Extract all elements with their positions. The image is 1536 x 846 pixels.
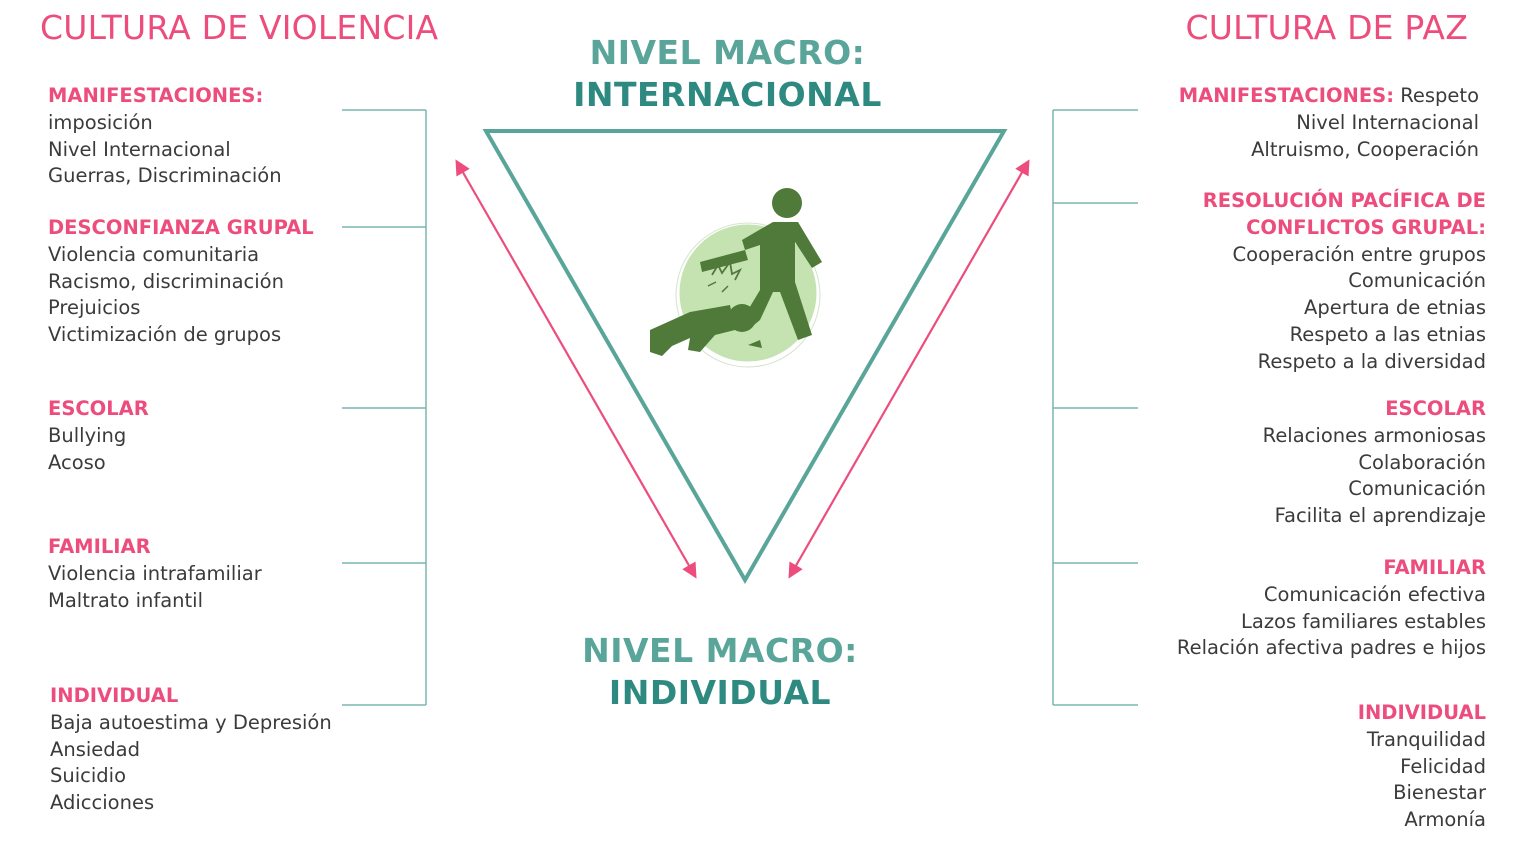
list-item: Respeto a las etnias bbox=[1289, 322, 1486, 346]
title-cultura-paz: CULTURA DE PAZ bbox=[1185, 8, 1468, 47]
title-cultura-violencia: CULTURA DE VIOLENCIA bbox=[40, 8, 439, 47]
left-section-escolar: ESCOLAR Bullying Acoso bbox=[48, 396, 149, 476]
list-item: Nivel Internacional bbox=[1296, 110, 1479, 134]
right-section-familiar: FAMILIAR Comunicación efectiva Lazos fam… bbox=[1177, 555, 1486, 662]
level-top-line2: INTERNACIONAL bbox=[573, 75, 882, 114]
list-item: Adicciones bbox=[50, 791, 155, 815]
left-double-arrow bbox=[455, 159, 697, 579]
section-heading: INDIVIDUAL bbox=[1357, 701, 1486, 724]
level-bottom-line2: INDIVIDUAL bbox=[608, 673, 832, 712]
list-item: Comunicación efectiva bbox=[1263, 582, 1486, 606]
list-item: Acoso bbox=[48, 450, 106, 474]
left-section-individual: INDIVIDUAL Baja autoestima y Depresión A… bbox=[50, 683, 332, 817]
left-section-familiar: FAMILIAR Violencia intrafamiliar Maltrat… bbox=[48, 534, 262, 614]
list-item: Comunicación bbox=[1348, 477, 1486, 501]
left-section-desconfianza: DESCONFIANZA GRUPAL Violencia comunitari… bbox=[48, 215, 314, 349]
section-heading-line2: CONFLICTOS GRUPAL: bbox=[1246, 215, 1486, 239]
list-item: Cooperación entre grupos bbox=[1232, 242, 1486, 266]
section-heading: FAMILIAR bbox=[48, 535, 151, 558]
list-item: Lazos familiares estables bbox=[1241, 609, 1486, 633]
right-bracket bbox=[1052, 109, 1138, 706]
section-heading: MANIFESTACIONES: bbox=[48, 84, 264, 107]
list-item: Altruismo, Cooperación bbox=[1251, 137, 1479, 161]
list-item: Violencia intrafamiliar bbox=[48, 561, 262, 585]
list-item: Nivel Internacional bbox=[48, 137, 231, 161]
section-heading: DESCONFIANZA GRUPAL bbox=[48, 216, 314, 239]
left-section-manifestaciones: MANIFESTACIONES: imposición Nivel Intern… bbox=[48, 83, 282, 190]
section-heading: ESCOLAR bbox=[1385, 397, 1486, 420]
list-item: Relación afectiva padres e hijos bbox=[1176, 636, 1486, 660]
right-section-manifestaciones: MANIFESTACIONES: Respeto Nivel Internaci… bbox=[1179, 83, 1479, 163]
list-item: Violencia comunitaria bbox=[48, 242, 260, 266]
level-top: NIVEL MACRO: INTERNACIONAL bbox=[560, 32, 895, 116]
list-item: Baja autoestima y Depresión bbox=[50, 710, 332, 734]
level-top-line1: NIVEL MACRO: bbox=[589, 33, 866, 72]
section-heading: ESCOLAR bbox=[48, 397, 149, 420]
list-item: Ansiedad bbox=[50, 737, 140, 761]
section-heading-suffix: Respeto bbox=[1394, 84, 1479, 107]
list-item: Bienestar bbox=[1393, 781, 1486, 805]
list-item: Facilita el aprendizaje bbox=[1274, 504, 1486, 528]
section-heading: FAMILIAR bbox=[1383, 556, 1486, 579]
right-section-resolucion: RESOLUCIÓN PACÍFICA DE CONFLICTOS GRUPAL… bbox=[1203, 188, 1486, 376]
list-item: Tranquilidad bbox=[1366, 727, 1486, 751]
right-section-individual: INDIVIDUAL Tranquilidad Felicidad Bienes… bbox=[1358, 700, 1486, 834]
list-item: Comunicación bbox=[1348, 269, 1486, 293]
left-bracket bbox=[342, 109, 427, 706]
list-item: Respeto a la diversidad bbox=[1257, 349, 1486, 373]
list-item: Armonía bbox=[1404, 808, 1486, 832]
section-heading: RESOLUCIÓN PACÍFICA DE bbox=[1202, 189, 1486, 212]
section-heading: INDIVIDUAL bbox=[50, 684, 179, 707]
right-section-escolar: ESCOLAR Relaciones armoniosas Colaboraci… bbox=[1263, 396, 1486, 530]
list-item: Suicidio bbox=[50, 764, 127, 788]
section-heading: MANIFESTACIONES: bbox=[1178, 84, 1395, 107]
list-item: Guerras, Discriminación bbox=[48, 164, 282, 188]
list-item: Felicidad bbox=[1400, 754, 1486, 778]
list-item: Colaboración bbox=[1358, 450, 1486, 474]
right-double-arrow bbox=[788, 159, 1030, 579]
kicking-person-icon bbox=[650, 188, 822, 368]
list-item: Apertura de etnias bbox=[1303, 296, 1486, 320]
section-heading-line: MANIFESTACIONES: Respeto bbox=[1179, 83, 1479, 110]
list-item: imposición bbox=[48, 110, 153, 134]
list-item: Relaciones armoniosas bbox=[1262, 423, 1486, 447]
list-item: Bullying bbox=[48, 423, 127, 447]
level-bottom: NIVEL MACRO: INDIVIDUAL bbox=[560, 630, 880, 714]
list-item: Victimización de grupos bbox=[48, 323, 282, 347]
list-item: Maltrato infantil bbox=[48, 588, 204, 612]
level-bottom-line1: NIVEL MACRO: bbox=[582, 631, 858, 670]
list-item: Racismo, discriminación bbox=[48, 269, 284, 293]
list-item: Prejuicios bbox=[48, 296, 141, 320]
